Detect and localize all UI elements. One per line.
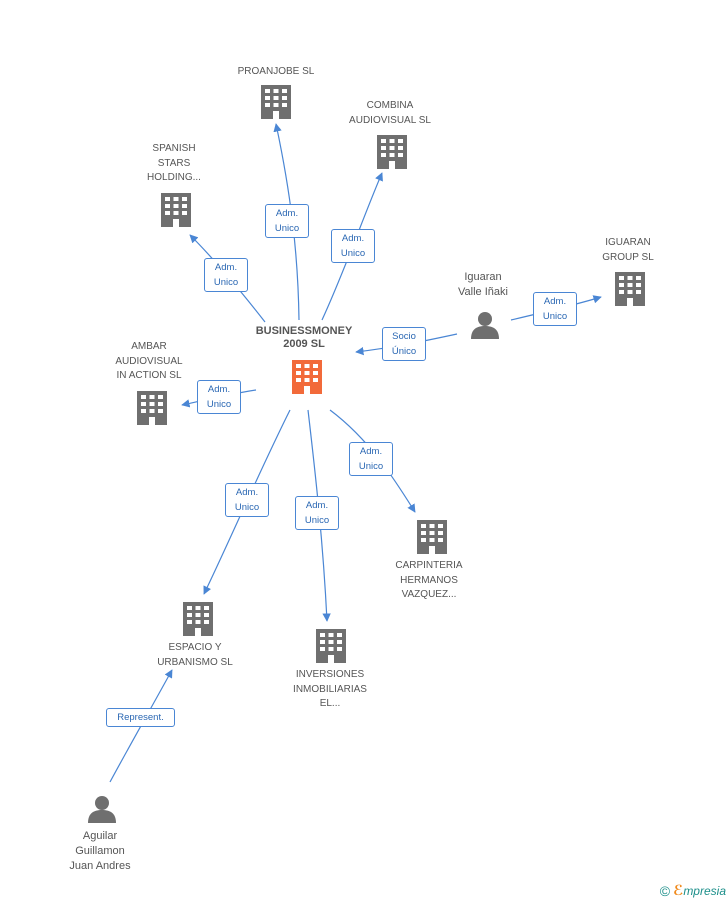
edge-label-ambar: Adm. Unico	[197, 380, 241, 414]
node-espacio-label[interactable]: ESPACIO Y URBANISMO SL	[157, 642, 233, 668]
building-ambar-icon[interactable]	[137, 391, 167, 425]
node-aguilar-label[interactable]: Aguilar Guillamon Juan Andres	[69, 830, 131, 872]
edge-label-espacio: Adm. Unico	[225, 483, 269, 517]
building-spanish-icon[interactable]	[161, 193, 191, 227]
node-main-label[interactable]: BUSINESSMONEY 2009 SL	[255, 325, 353, 350]
edge-label-carpinteria: Adm. Unico	[349, 442, 393, 476]
brand-name: mpresia	[683, 883, 726, 898]
empresia-logo-icon: ℰ	[673, 882, 684, 898]
building-carpinteria-icon[interactable]	[417, 520, 447, 554]
edge-represent	[109, 669, 173, 783]
edge-label-socio: Socio Único	[382, 327, 426, 361]
edge-label-spanish: Adm. Unico	[204, 258, 248, 292]
node-iguaran-person-label[interactable]: Iguaran Valle Iñaki	[458, 271, 508, 298]
edge-label-inversiones: Adm. Unico	[295, 496, 339, 530]
copyright-icon: ©	[659, 882, 671, 899]
edge-label-represent: Represent.	[106, 708, 175, 727]
building-proanjobe-icon[interactable]	[261, 85, 291, 119]
node-spanish-label[interactable]: SPANISH STARS HOLDING...	[147, 143, 201, 183]
node-ambar-label[interactable]: AMBAR AUDIOVISUAL IN ACTION SL	[115, 341, 183, 381]
node-carpinteria-label[interactable]: CARPINTERIA HERMANOS VAZQUEZ...	[395, 560, 463, 600]
building-espacio-icon[interactable]	[183, 602, 213, 636]
building-main-icon[interactable]	[292, 360, 322, 394]
person-aguilar-icon[interactable]	[88, 796, 116, 823]
node-combina-label[interactable]: COMBINA AUDIOVISUAL SL	[349, 100, 431, 126]
person-iguaran-icon[interactable]	[471, 312, 499, 339]
node-inversiones-label[interactable]: INVERSIONES INMOBILIARIAS EL...	[293, 669, 367, 709]
edge-label-iguaran-group: Adm. Unico	[533, 292, 577, 326]
edge-label-combina: Adm. Unico	[331, 229, 375, 263]
building-iguaran-group-icon[interactable]	[615, 272, 645, 306]
edge-label-proanjobe: Adm. Unico	[265, 204, 309, 238]
node-iguaran-group-label[interactable]: IGUARAN GROUP SL	[602, 237, 654, 263]
building-combina-icon[interactable]	[377, 135, 407, 169]
node-proanjobe-label[interactable]: PROANJOBE SL	[237, 66, 315, 77]
building-inversiones-icon[interactable]	[316, 629, 346, 663]
